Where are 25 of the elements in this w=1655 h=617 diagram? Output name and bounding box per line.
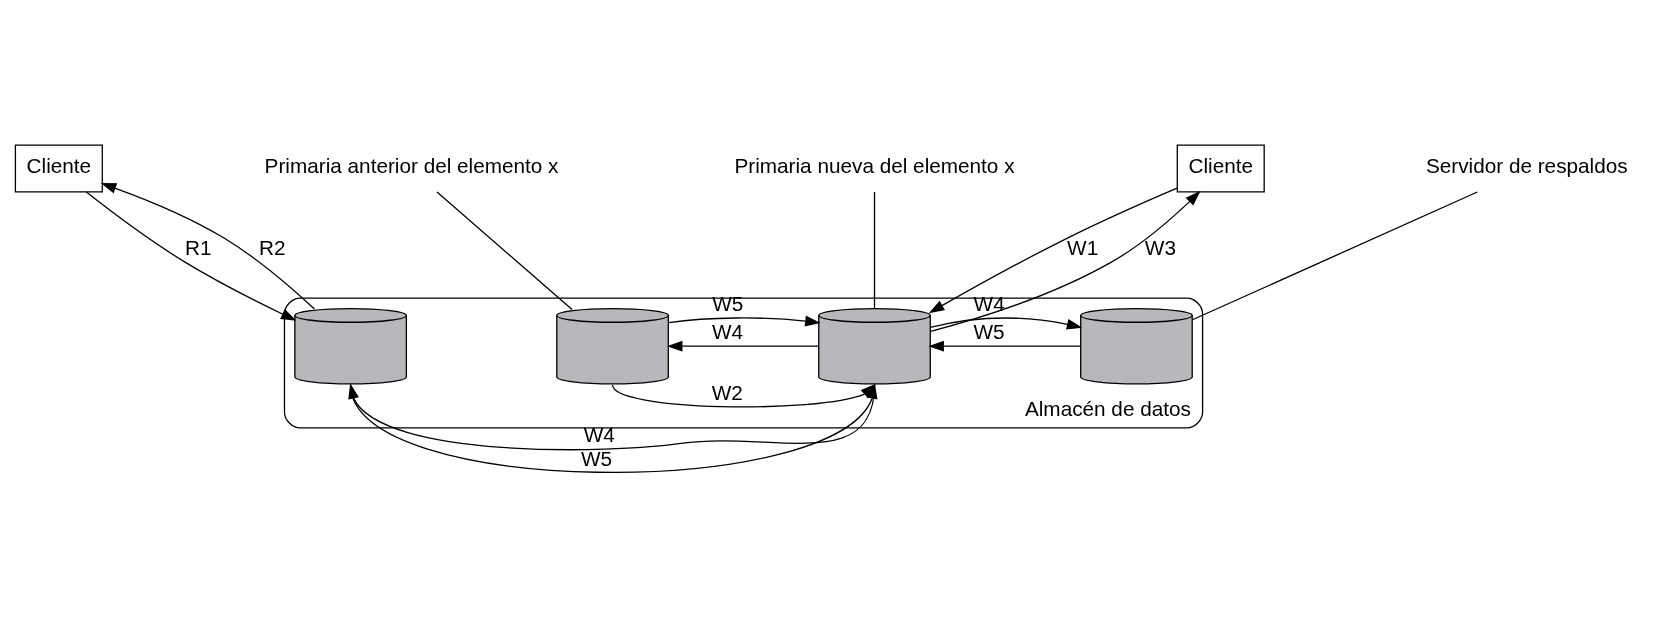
edge-label: W3 [1144, 235, 1176, 259]
node-box: Cliente [1176, 144, 1265, 192]
edge-label: R2 [258, 235, 286, 259]
node-box: Cliente [14, 144, 103, 192]
connector [436, 190, 573, 310]
edge-label: W4 [583, 422, 615, 446]
edge-label: R1 [184, 235, 212, 259]
arrow [928, 340, 1082, 352]
node-text: Primaria nueva del elemento x [734, 153, 1015, 177]
arrow [666, 340, 820, 352]
arrow [85, 190, 297, 321]
edge-label: W4 [712, 319, 744, 343]
arrow [928, 186, 1178, 313]
arrow [100, 182, 316, 310]
arrow [668, 315, 821, 326]
arrow [929, 316, 1083, 330]
connector [873, 190, 876, 309]
edge-label: W5 [580, 446, 613, 470]
edge-label: W2 [711, 380, 743, 404]
node-text: Primaria anterior del elemento x [264, 153, 559, 177]
edge-label: W5 [973, 319, 1005, 343]
edge-label: W1 [1067, 235, 1099, 259]
connector [1191, 190, 1478, 320]
arrow [930, 190, 1201, 332]
node-text: Servidor de respaldos [1425, 153, 1628, 177]
